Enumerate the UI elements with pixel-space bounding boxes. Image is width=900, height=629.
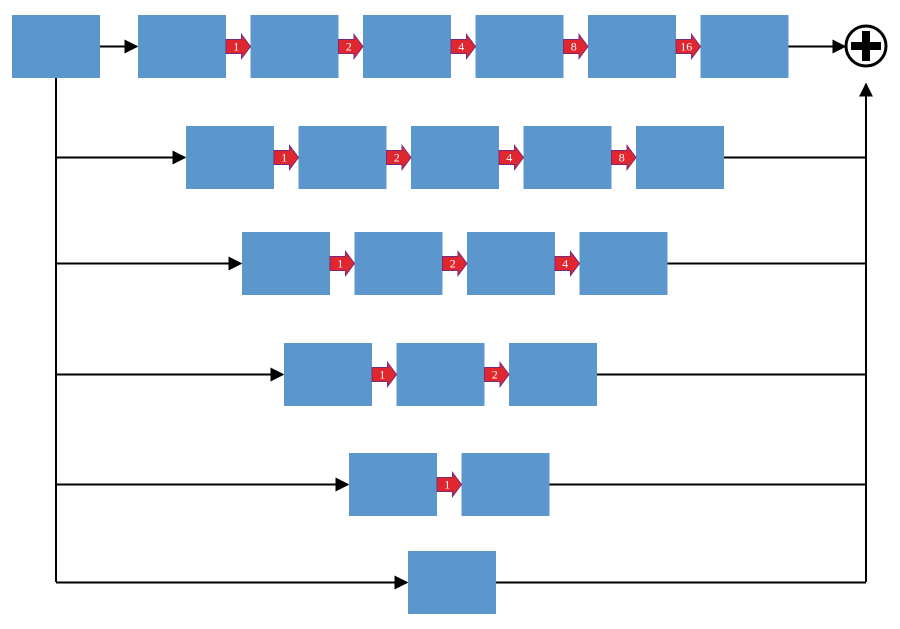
dilation-label: 4	[506, 151, 512, 165]
sum-plus-vertical	[862, 31, 870, 61]
conv-block	[396, 343, 485, 406]
conv-block	[284, 343, 372, 406]
dilation-arrow	[329, 250, 356, 277]
conv-block	[579, 232, 668, 295]
dilation-label: 2	[346, 40, 352, 54]
dilation-label: 1	[233, 40, 239, 54]
conv-block	[700, 15, 789, 78]
conv-block	[588, 15, 676, 78]
dilation-label: 1	[337, 257, 343, 271]
dilation-label: 2	[394, 151, 400, 165]
dilation-arrow	[484, 361, 510, 388]
dilation-label: 8	[571, 40, 577, 54]
branch-6	[56, 551, 866, 614]
dilation-arrow	[225, 33, 252, 60]
dilation-label: 4	[458, 40, 464, 54]
conv-block	[363, 15, 451, 78]
dilation-arrow	[611, 144, 637, 171]
conv-block	[467, 232, 555, 295]
conv-block	[250, 15, 339, 78]
branch-3: 1 2 4	[56, 232, 866, 295]
dilation-label: 1	[444, 478, 450, 492]
dilation-label: 8	[619, 151, 625, 165]
dilation-label: 2	[450, 257, 456, 271]
sum-node	[844, 24, 888, 68]
dilation-arrow	[273, 144, 300, 171]
conv-block	[349, 453, 437, 516]
conv-block	[242, 232, 330, 295]
conv-block	[186, 126, 274, 189]
branch-1: 1 2 4 8 16	[100, 15, 847, 78]
conv-block	[523, 126, 612, 189]
dilation-arrow	[371, 361, 398, 388]
conv-block	[298, 126, 387, 189]
input-block	[12, 15, 100, 78]
dilation-label: 4	[562, 257, 568, 271]
dilation-arrow	[338, 33, 364, 60]
branch-2: 1 2 4 8	[56, 126, 866, 189]
conv-block	[509, 343, 597, 406]
conv-block	[354, 232, 443, 295]
conv-block	[408, 551, 496, 614]
dilation-arrow	[436, 471, 463, 498]
dilation-arrow	[554, 250, 581, 277]
branch-5: 1	[56, 453, 866, 516]
dilation-arrow	[442, 250, 468, 277]
dilation-arrow	[563, 33, 589, 60]
dilation-arrow	[450, 33, 477, 60]
dilation-label: 1	[379, 368, 385, 382]
dilation-label: 1	[281, 151, 287, 165]
dilation-label: 2	[492, 368, 498, 382]
dilation-label: 16	[680, 40, 692, 54]
conv-block	[636, 126, 724, 189]
dilation-arrow	[386, 144, 412, 171]
conv-block	[475, 15, 564, 78]
dilation-arrow	[675, 33, 702, 60]
conv-block	[461, 453, 550, 516]
dilation-arrow	[498, 144, 525, 171]
conv-block	[138, 15, 226, 78]
conv-block	[411, 126, 499, 189]
